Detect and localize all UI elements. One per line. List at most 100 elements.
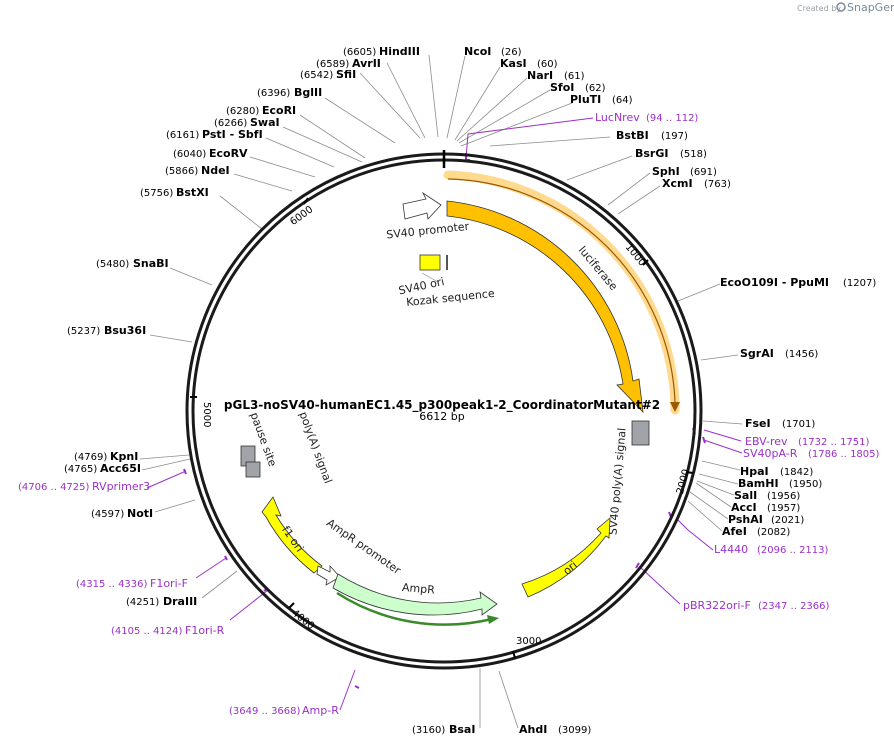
site-pos-bsai: (3160): [412, 725, 445, 736]
site-psti-sbfi[interactable]: PstI - SbfI: [202, 128, 263, 141]
polya-signal-feature[interactable]: [245, 461, 261, 478]
site-ndei[interactable]: NdeI: [201, 164, 230, 177]
site-sphi[interactable]: SphI: [652, 165, 680, 178]
site-ncoi[interactable]: NcoI: [464, 45, 491, 58]
primer-range-rvprimer3: (4706 .. 4725): [18, 482, 90, 493]
site-ecoo109i-ppumi[interactable]: EcoO109I - PpuMI: [720, 276, 829, 289]
f1-ori-feature[interactable]: [261, 496, 323, 574]
site-afei[interactable]: AfeI: [722, 525, 747, 538]
site-bstbi[interactable]: BstBI: [616, 129, 649, 142]
site-pos-ecori: (6280): [226, 106, 259, 117]
site-pos-ahdi: (3099): [558, 725, 591, 736]
site-pshai[interactable]: PshAI: [728, 513, 763, 526]
created-by-text: Created by: [797, 4, 841, 13]
site-draiii[interactable]: DraIII: [163, 595, 197, 608]
site-sfoi[interactable]: SfoI: [550, 81, 574, 94]
site-ahdi[interactable]: AhdI: [519, 723, 547, 736]
luciferase-cds-line: [447, 178, 676, 403]
site-pos-bglii: (6396): [257, 88, 290, 99]
site-leaders: [139, 54, 743, 729]
site-nari[interactable]: NarI: [527, 69, 553, 82]
ampr-feature[interactable]: [332, 573, 498, 616]
tick-6000: 6000: [288, 204, 315, 228]
ampr-promoter-feature[interactable]: [316, 564, 341, 586]
site-kpni[interactable]: KpnI: [110, 450, 138, 463]
site-sgrai[interactable]: SgrAI: [740, 347, 774, 360]
sv40-ori-feature[interactable]: [419, 254, 441, 271]
primer-lucnrev[interactable]: LucNrev: [595, 111, 640, 124]
site-ecori[interactable]: EcoRI: [262, 104, 296, 117]
primer-labels: LucNrev (94 .. 112) EBV-rev (1732 .. 175…: [18, 111, 880, 717]
primer-f1ori-r[interactable]: F1ori-R: [185, 624, 225, 637]
site-bsu36i[interactable]: Bsu36I: [104, 324, 146, 337]
site-sfii[interactable]: SfiI: [336, 68, 356, 81]
site-snabi[interactable]: SnaBI: [133, 257, 169, 270]
site-pos-bstxi: (5756): [140, 188, 173, 199]
site-bsai[interactable]: BsaI: [449, 723, 475, 736]
site-hpai[interactable]: HpaI: [740, 465, 769, 478]
site-pos-kpni: (4769): [74, 452, 107, 463]
scale-ticks: [190, 197, 694, 659]
primer-f1ori-f[interactable]: F1ori-F: [150, 577, 188, 590]
primer-sv40pa-r[interactable]: SV40pA-R: [743, 447, 798, 460]
site-pos-bamhi: (1950): [789, 479, 822, 490]
plasmid-title: pGL3-noSV40-humanEC1.45_p300peak1-2_Coor…: [224, 398, 660, 413]
site-pos-afei: (2082): [757, 527, 790, 538]
sv40-polya-feature[interactable]: [631, 420, 650, 446]
site-bstxi[interactable]: BstXI: [176, 186, 209, 199]
site-pluti[interactable]: PluTI: [570, 93, 601, 106]
sv40-promoter-label: SV40 promoter: [386, 220, 470, 242]
tick-3000: 3000: [516, 636, 541, 647]
luciferase-feature[interactable]: [446, 200, 644, 414]
ampr-label: AmpR: [401, 581, 435, 597]
site-pos-ncoi: (26): [501, 47, 522, 58]
site-pos-ecoo109i: (1207): [843, 278, 876, 289]
polya-signal-label: poly(A) signal: [297, 410, 335, 485]
site-pos-swai: (6266): [214, 118, 247, 129]
primer-l4440[interactable]: L4440: [714, 543, 748, 556]
tick-5000: 5000: [201, 402, 212, 427]
primer-range-f1ori-r: (4105 .. 4124): [111, 626, 183, 637]
site-pos-kasi: (60): [537, 59, 558, 70]
site-hindiii[interactable]: HindIII: [379, 45, 420, 58]
site-pos-sgrai: (1456): [785, 349, 818, 360]
site-pos-ndei: (5866): [165, 166, 198, 177]
site-bglii[interactable]: BglII: [294, 86, 322, 99]
site-pos-fsei: (1701): [782, 419, 815, 430]
site-labels-left: (6605) HindIII (6589) AvrII (6542) SfiI …: [64, 45, 591, 736]
site-sali[interactable]: SalI: [734, 489, 757, 502]
site-xcmi[interactable]: XcmI: [662, 177, 693, 190]
sv40-promoter-feature[interactable]: [402, 191, 442, 220]
site-pos-acci: (1957): [767, 503, 800, 514]
snapgene-logo-icon: [836, 2, 846, 12]
site-pos-draiii: (4251): [126, 597, 159, 608]
site-avrii[interactable]: AvrII: [352, 57, 381, 70]
site-noti[interactable]: NotI: [127, 507, 153, 520]
primer-range-f1ori-f: (4315 .. 4336): [76, 579, 148, 590]
site-pos-pshai: (2021): [771, 515, 804, 526]
site-pos-sphi: (691): [690, 167, 717, 178]
primer-range-l4440: (2096 .. 2113): [757, 545, 829, 556]
site-acc65i[interactable]: Acc65I: [100, 462, 141, 475]
ori-feature[interactable]: [521, 517, 611, 598]
site-acci[interactable]: AccI: [731, 501, 757, 514]
site-pos-bstbi: (197): [661, 131, 688, 142]
primer-rvprimer3[interactable]: RVprimer3: [92, 480, 150, 493]
site-pos-nari: (61): [564, 71, 585, 82]
primer-ebv-rev[interactable]: EBV-rev: [745, 435, 788, 448]
site-kasi[interactable]: KasI: [500, 57, 527, 70]
site-pos-hindiii: (6605): [343, 47, 376, 58]
site-pos-sali: (1956): [767, 491, 800, 502]
site-bamhi[interactable]: BamHI: [738, 477, 779, 490]
primer-range-lucnrev: (94 .. 112): [646, 113, 698, 124]
luciferase-cds-arrow: [670, 402, 680, 412]
primer-pbr322ori-f[interactable]: pBR322ori-F: [683, 599, 751, 612]
site-bsrgi[interactable]: BsrGI: [635, 147, 668, 160]
site-fsei[interactable]: FseI: [745, 417, 771, 430]
site-ecorv[interactable]: EcoRV: [209, 147, 248, 160]
site-swai[interactable]: SwaI: [250, 116, 280, 129]
site-pos-sfii: (6542): [300, 70, 333, 81]
primer-amp-r[interactable]: Amp-R: [302, 704, 339, 717]
